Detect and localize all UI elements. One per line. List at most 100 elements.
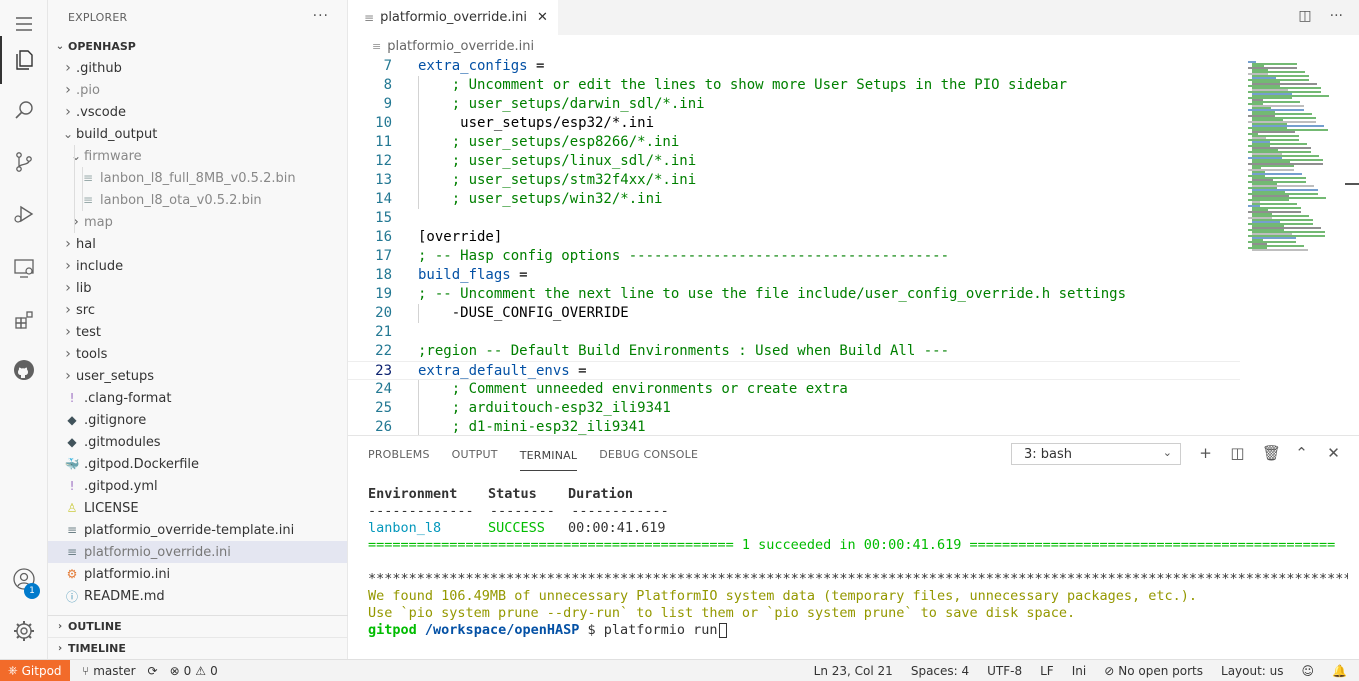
terminal-cursor xyxy=(718,622,727,638)
github-button[interactable] xyxy=(0,346,48,394)
minimap-line xyxy=(1252,203,1297,205)
tree-folder[interactable]: ›hal xyxy=(48,233,347,255)
panel-actions: + ◫ 🗑 ⌃ ✕ xyxy=(1198,444,1341,462)
tree-folder[interactable]: ›map xyxy=(48,211,347,233)
editor-tabs: ≡ platformio_override.ini ✕ ◫ ··· xyxy=(348,0,1359,35)
line-number: 17 xyxy=(375,248,392,264)
tree-file[interactable]: ♙LICENSE xyxy=(48,497,347,519)
code-text: ; -- Uncomment the next line to use the … xyxy=(418,285,1126,304)
search-button[interactable] xyxy=(0,86,48,134)
tree-file[interactable]: !.clang-format xyxy=(48,387,347,409)
tree-file[interactable]: ◆.gitignore xyxy=(48,409,347,431)
panel-tab-output[interactable]: OUTPUT xyxy=(451,447,498,461)
ports-indicator[interactable]: ⊘ No open ports xyxy=(1104,664,1203,678)
cursor-position[interactable]: Ln 23, Col 21 xyxy=(813,664,893,678)
sync-button[interactable]: ⟳ xyxy=(148,664,158,678)
panel-tab-debug-console[interactable]: DEBUG CONSOLE xyxy=(599,447,699,461)
tree-folder[interactable]: ›test xyxy=(48,321,347,343)
extensions-button[interactable] xyxy=(0,296,48,344)
close-panel-icon[interactable]: ✕ xyxy=(1327,444,1340,462)
tree-file[interactable]: ≡lanbon_l8_full_8MB_v0.5.2.bin xyxy=(48,167,347,189)
maximize-panel-icon[interactable]: ⌃ xyxy=(1295,444,1308,462)
tree-folder[interactable]: ⌄firmware xyxy=(48,145,347,167)
result-env: lanbon_l8 xyxy=(368,520,442,536)
minimap-slider[interactable] xyxy=(1345,183,1359,185)
tree-item-label: platformio_override.ini xyxy=(84,544,231,560)
tree-file[interactable]: 🐳.gitpod.Dockerfile xyxy=(48,453,347,475)
tree-folder[interactable]: ›.github xyxy=(48,57,347,79)
language-mode[interactable]: Ini xyxy=(1071,664,1087,678)
panel-tab-terminal[interactable]: TERMINAL xyxy=(519,445,578,471)
tree-folder[interactable]: ›tools xyxy=(48,343,347,365)
line-number: 9 xyxy=(383,96,392,112)
header-duration: Duration xyxy=(568,486,634,502)
encoding[interactable]: UTF-8 xyxy=(987,664,1023,678)
more-actions-icon[interactable]: ··· xyxy=(1329,8,1343,24)
minimap-line xyxy=(1248,169,1294,171)
minimap-line xyxy=(1252,69,1268,71)
tree-folder[interactable]: ›user_setups xyxy=(48,365,347,387)
line-number: 13 xyxy=(375,172,392,188)
sidebar-title: EXPLORER xyxy=(68,11,128,24)
tree-file[interactable]: ≡platformio_override.ini xyxy=(48,541,347,563)
git-branch[interactable]: ⑂ master xyxy=(82,664,136,678)
workspace-root-header[interactable]: ⌄ OPENHASP xyxy=(48,35,347,57)
trash-icon[interactable]: 🗑 xyxy=(1262,444,1282,462)
tree-file[interactable]: ≡lanbon_l8_ota_v0.5.2.bin xyxy=(48,189,347,211)
split-editor-icon[interactable]: ◫ xyxy=(1298,8,1312,24)
minimap-line xyxy=(1252,135,1299,137)
run-debug-button[interactable] xyxy=(0,190,48,238)
breadcrumb-file[interactable]: platformio_override.ini xyxy=(387,38,535,54)
explorer-button[interactable] xyxy=(0,36,48,84)
indentation[interactable]: Spaces: 4 xyxy=(910,664,970,678)
editor-tab-active[interactable]: ≡ platformio_override.ini ✕ xyxy=(348,0,559,35)
tree-folder[interactable]: ›.vscode xyxy=(48,101,347,123)
minimap-line xyxy=(1248,145,1270,147)
tree-folder[interactable]: ›.pio xyxy=(48,79,347,101)
settings-button[interactable] xyxy=(0,607,48,655)
tree-file[interactable]: ≡platformio_override-template.ini xyxy=(48,519,347,541)
keyboard-layout[interactable]: Layout: us xyxy=(1221,664,1284,678)
minimap-line xyxy=(1252,95,1329,97)
minimap[interactable] xyxy=(1240,57,1359,435)
outline-section-header[interactable]: › OUTLINE xyxy=(48,616,348,638)
panel-tab-problems[interactable]: PROBLEMS xyxy=(368,447,430,461)
remote-indicator[interactable]: ⎈ Gitpod xyxy=(0,659,70,681)
tree-folder[interactable]: ›src xyxy=(48,299,347,321)
code-text: build_flags = xyxy=(418,266,528,285)
chevron-down-icon: ⌄ xyxy=(62,127,74,141)
terminal-summary: ========================================… xyxy=(368,537,1336,553)
terminal-select[interactable]: 3: bash ⌄ xyxy=(1011,443,1181,465)
terminal-separator: ------------- -------- ------------ xyxy=(368,503,669,519)
terminal-blank xyxy=(368,554,1348,571)
tree-file[interactable]: ⚙platformio.ini xyxy=(48,563,347,585)
tree-file[interactable]: ◆.gitmodules xyxy=(48,431,347,453)
chevron-right-icon: › xyxy=(65,280,71,296)
remote-explorer-button[interactable] xyxy=(0,244,48,292)
minimap-line xyxy=(1252,101,1300,103)
feedback-icon[interactable]: ☺ xyxy=(1301,664,1315,678)
minimap-line xyxy=(1252,143,1307,145)
tree-folder[interactable]: ⌄build_output xyxy=(48,123,347,145)
notifications-bell-icon[interactable]: 🔔 xyxy=(1332,664,1347,678)
problems-indicator[interactable]: ⊗ 0 ⚠ 0 xyxy=(170,664,218,678)
timeline-section-header[interactable]: › TIMELINE xyxy=(48,638,348,660)
add-terminal-icon[interactable]: + xyxy=(1199,444,1212,462)
tree-folder[interactable]: ›include xyxy=(48,255,347,277)
accounts-button[interactable]: 1 xyxy=(0,555,48,603)
menu-button[interactable] xyxy=(0,0,48,48)
code-text: extra_default_envs = xyxy=(418,362,587,381)
terminal-stars: ****************************************… xyxy=(368,571,1348,587)
end-of-line[interactable]: LF xyxy=(1040,664,1054,678)
close-tab-icon[interactable]: ✕ xyxy=(536,10,548,25)
chevron-right-icon: › xyxy=(65,236,71,252)
source-control-button[interactable] xyxy=(0,138,48,186)
tree-folder[interactable]: ›lib xyxy=(48,277,347,299)
tree-file[interactable]: !.gitpod.yml xyxy=(48,475,347,497)
split-terminal-icon[interactable]: ◫ xyxy=(1230,444,1245,462)
more-actions-icon[interactable]: ··· xyxy=(312,8,329,24)
tree-item-label: .github xyxy=(76,60,122,76)
